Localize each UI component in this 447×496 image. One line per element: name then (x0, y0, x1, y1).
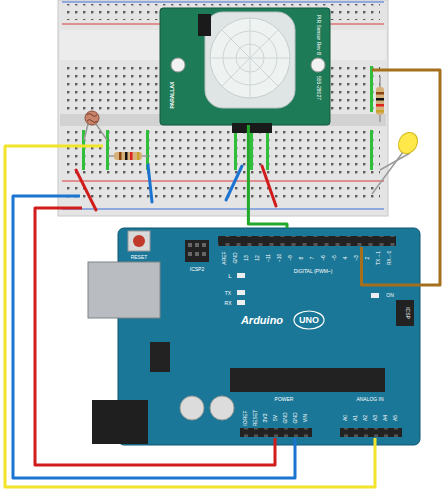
brand-label: Arduino (241, 315, 283, 326)
breadboard (58, 0, 388, 216)
resistor-vertical (376, 76, 384, 122)
pin-label: GND (283, 412, 288, 423)
pin-label: A0 (343, 415, 348, 421)
header-label: ANALOG IN (356, 397, 383, 402)
part-number: 555-28027 (316, 76, 321, 100)
pin-label: RESET (253, 410, 258, 427)
header-label: ICSP (405, 307, 410, 319)
photoresistor (84, 111, 107, 140)
pin-label: ~10 (277, 254, 282, 262)
pin-label: GND (233, 252, 238, 263)
board-name: PIR Sensor Rev B (316, 15, 321, 56)
pir-sensor-board: PARALLAX PIR Sensor Rev B 555-28027 (160, 8, 330, 125)
pin-label: 2 (365, 257, 370, 260)
model-label: UNO (299, 316, 319, 325)
pin-label: AREF (222, 251, 227, 264)
header-label: POWER (275, 397, 294, 402)
pin-label: TX→1 (376, 251, 381, 265)
pir-sensor (160, 8, 330, 133)
resistor-horizontal (108, 152, 148, 160)
sensor-signal-wire (248, 125, 287, 228)
pin-label: 13 (244, 255, 249, 261)
header-label: ICSP2 (190, 267, 204, 272)
jumper-wires (76, 165, 276, 210)
pin-label: A1 (353, 415, 358, 421)
pin-label: IOREF (243, 410, 248, 425)
pin-label: A3 (373, 415, 378, 421)
led-label: L (228, 273, 231, 279)
long-wires (5, 70, 440, 487)
led-label: RX (225, 301, 232, 306)
pin-label: 3V3 (263, 414, 268, 423)
led (372, 129, 421, 194)
pin-label: 7 (310, 257, 315, 260)
pin-label: ~5 (332, 255, 337, 261)
pin-label: GND (293, 412, 298, 423)
pin-label: 4 (343, 257, 348, 260)
button-label: RESET (131, 255, 148, 260)
pin-label: ~3 (354, 255, 359, 261)
pin-label: ~9 (288, 255, 293, 261)
brand-label: PARALLAX (170, 82, 175, 109)
pin-label: A4 (383, 415, 388, 421)
led-label: ON (386, 293, 394, 298)
led-label: TX (225, 291, 231, 296)
arduino-board (88, 228, 420, 445)
pin-label: ~11 (266, 254, 271, 262)
header-label: DIGITAL (PWM~) (294, 269, 333, 274)
pin-label: RX←0 (387, 251, 392, 266)
pin-label: 5V (273, 415, 278, 421)
pin-label: 8 (299, 257, 304, 260)
pin-label: A5 (393, 415, 398, 421)
pin-label: 12 (255, 255, 260, 261)
pin-label: VIN (303, 414, 308, 422)
pin-label: A2 (363, 415, 368, 421)
pin-label: ~6 (321, 255, 326, 261)
